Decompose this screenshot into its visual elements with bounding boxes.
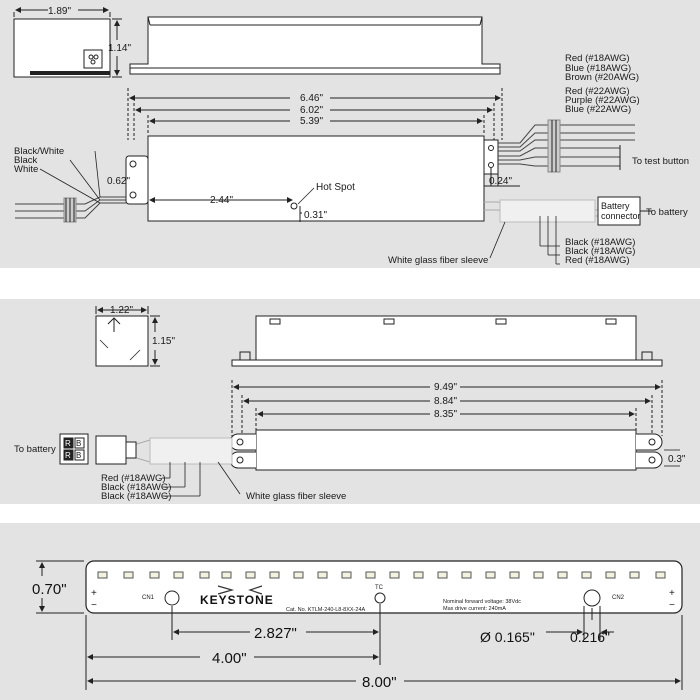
top-sleeve-label: White glass fiber sleeve — [388, 255, 488, 266]
top-length-1: 6.46" — [300, 93, 323, 104]
top-to-battery: To battery — [646, 207, 688, 218]
right-wire-top-3: Brown (#20AWG) — [565, 72, 639, 83]
hot-spot-label: Hot Spot — [316, 182, 355, 193]
top-driver-drawing — [13, 7, 652, 265]
dim-0165: Ø 0.165" — [480, 629, 535, 645]
middle-wire-2: Black (#18AWG) — [101, 482, 171, 493]
dim-400: 4.00" — [212, 650, 247, 667]
plus-right: + — [669, 588, 675, 599]
middle-end-view — [95, 315, 149, 367]
plus-left: + — [91, 588, 97, 599]
middle-wire-1: Red (#18AWG) — [101, 473, 166, 484]
middle-height-dim: 1.15" — [152, 336, 175, 347]
cn1-label: CN1 — [142, 595, 155, 601]
led-board-drawing — [36, 560, 683, 690]
board-height-dim: 0.70" — [32, 581, 67, 598]
connector-letter-3: R — [65, 451, 71, 460]
right-wire-bottom-1: Black (#18AWG) — [565, 237, 635, 248]
tc-label: TC — [375, 585, 384, 591]
led-row — [97, 571, 666, 579]
middle-to-battery: To battery — [14, 444, 56, 455]
middle-length-3: 8.35" — [434, 409, 457, 420]
battery-connector-2: connector — [601, 211, 641, 221]
top-width-dim: 1.89" — [48, 6, 71, 17]
minus-left: − — [91, 600, 97, 611]
connector-letter-1: R — [65, 439, 71, 448]
right-wire-bottom-2: Black (#18AWG) — [565, 246, 635, 257]
middle-width-dim: 1.22" — [110, 305, 133, 316]
top-length-3: 5.39" — [300, 116, 323, 127]
to-test-button: To test button — [632, 156, 689, 167]
left-wire-3: White — [14, 164, 38, 175]
catalog-number: Cat. No. KTLM-240-L8-8XX-24A — [286, 607, 366, 613]
right-wire-mid-1: Red (#22AWG) — [565, 86, 630, 97]
dim-03: 0.3" — [668, 454, 686, 465]
connector-letter-2: B — [76, 439, 81, 448]
middle-side-view — [255, 315, 637, 361]
right-wire-mid-2: Purple (#22AWG) — [565, 95, 640, 106]
battery-connector-1: Battery — [601, 201, 630, 211]
left-wire-2: Black — [14, 155, 37, 166]
right-wire-bottom-3: Red (#18AWG) — [565, 255, 630, 266]
dim-031: 0.31" — [304, 210, 327, 221]
top-length-2: 6.02" — [300, 105, 323, 116]
minus-right: − — [669, 600, 675, 611]
led-board — [85, 560, 683, 614]
top-height-dim: 1.14" — [108, 43, 131, 54]
spec-current: Max drive current: 240mA — [443, 606, 506, 612]
middle-plan-view — [255, 429, 637, 471]
middle-driver-drawing — [59, 306, 680, 497]
dim-2827: 2.827" — [254, 625, 297, 642]
keystone-logo: KEYSTONE — [200, 593, 274, 607]
top-plan-view — [147, 135, 485, 222]
middle-sleeve-label: White glass fiber sleeve — [246, 491, 346, 502]
cn2-label: CN2 — [612, 595, 625, 601]
middle-wire-3: Black (#18AWG) — [101, 491, 171, 502]
left-wire-1: Black/White — [14, 146, 64, 157]
dim-800: 8.00" — [362, 674, 397, 691]
dim-062: 0.62" — [107, 176, 130, 187]
dim-0216: 0.216" — [570, 629, 610, 645]
middle-length-1: 9.49" — [434, 382, 457, 393]
dim-244: 2.44" — [210, 195, 233, 206]
right-wire-top-2: Blue (#18AWG) — [565, 63, 631, 74]
right-wire-top-1: Red (#18AWG) — [565, 53, 630, 64]
spec-voltage: Nominal forward voltage: 38Vdc — [443, 599, 521, 605]
top-side-view — [129, 16, 501, 75]
connector-letter-4: B — [76, 451, 81, 460]
dim-024: 0.24" — [489, 176, 512, 187]
middle-length-2: 8.84" — [434, 396, 457, 407]
right-wire-mid-3: Blue (#22AWG) — [565, 104, 631, 115]
